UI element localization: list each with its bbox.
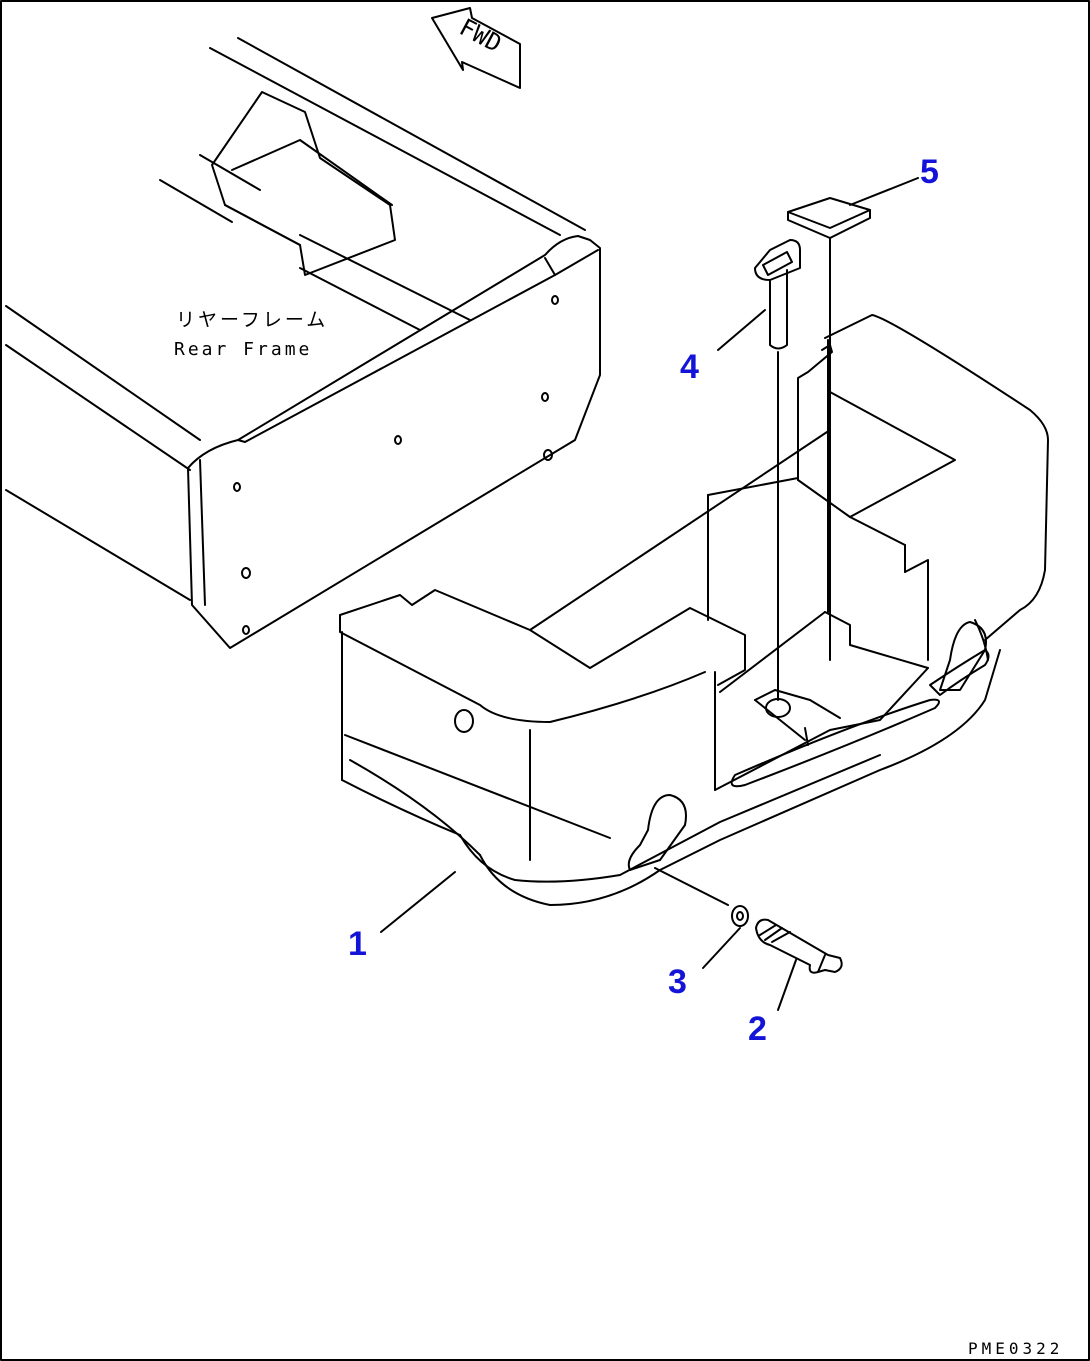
callout-4: 4 — [680, 348, 699, 386]
washer — [731, 905, 749, 927]
callout-5: 5 — [920, 153, 939, 191]
bolt-axis-line — [654, 867, 729, 906]
fwd-arrow: FWD — [431, 7, 521, 89]
callout-1: 1 — [348, 925, 367, 963]
counterweight — [339, 314, 1049, 906]
rear-frame-label-en: Rear Frame — [174, 339, 312, 360]
callout-3: 3 — [668, 963, 687, 1001]
drawing-code: PME0322 — [968, 1339, 1063, 1358]
rear-frame-label-jp: リヤーフレーム — [176, 309, 328, 331]
callout-2: 2 — [748, 1010, 767, 1048]
lifting-pin — [754, 239, 801, 701]
rear-frame — [5, 37, 601, 649]
fwd-label: FWD — [455, 13, 506, 58]
mounting-bolt — [755, 918, 843, 974]
leader-lines — [380, 177, 919, 1011]
